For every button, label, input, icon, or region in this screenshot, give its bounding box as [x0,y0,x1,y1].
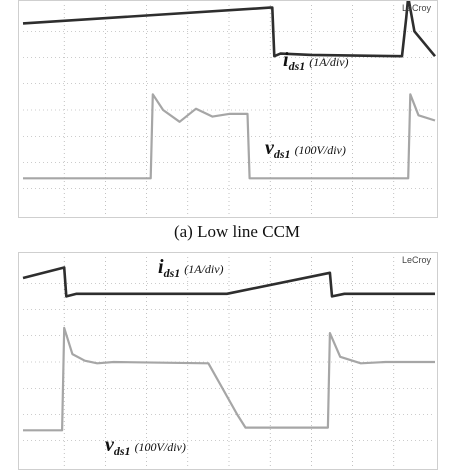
oscilloscope-panel-a: LeCroy [18,0,438,218]
scope-a-plot [22,1,437,215]
scope-b-voltage-unit: (100V/div) [134,440,186,454]
scope-b-current-label: ids1 (1A/div) [158,256,224,281]
scope-b-current-unit: (1A/div) [184,262,224,276]
scope-a-current-unit: (1A/div) [309,55,349,69]
scope-b-current-trace [22,266,435,298]
scope-b-plot [22,257,435,467]
scope-a-current-trace [22,1,437,58]
scope-b-current-symbol: i [158,256,164,278]
scope-a-current-subscript: ds1 [288,59,306,73]
scope-a-current-symbol: i [283,49,289,71]
scope-b-voltage-label: vds1 (100V/div) [105,434,186,459]
scope-b-voltage-subscript: ds1 [113,444,131,458]
scope-a-voltage-symbol: v [265,137,274,159]
caption-low-line-ccm: (a) Low line CCM [173,222,301,241]
scope-b-voltage-symbol: v [105,434,114,456]
scope-a-voltage-unit: (100V/div) [294,143,346,157]
scope-a-brand: LeCroy [401,3,431,13]
scope-b-current-subscript: ds1 [163,266,181,280]
scope-b-voltage-trace [23,326,435,432]
scope-a-voltage-subscript: ds1 [273,147,291,161]
scope-a-voltage-label: vds1 (100V/div) [265,137,346,162]
scope-b-brand: LeCroy [401,255,431,265]
scope-a-current-label: ids1 (1A/div) [283,49,349,74]
oscilloscope-panel-b: LeCroy [18,252,438,470]
scope-a-voltage-trace [23,93,436,180]
